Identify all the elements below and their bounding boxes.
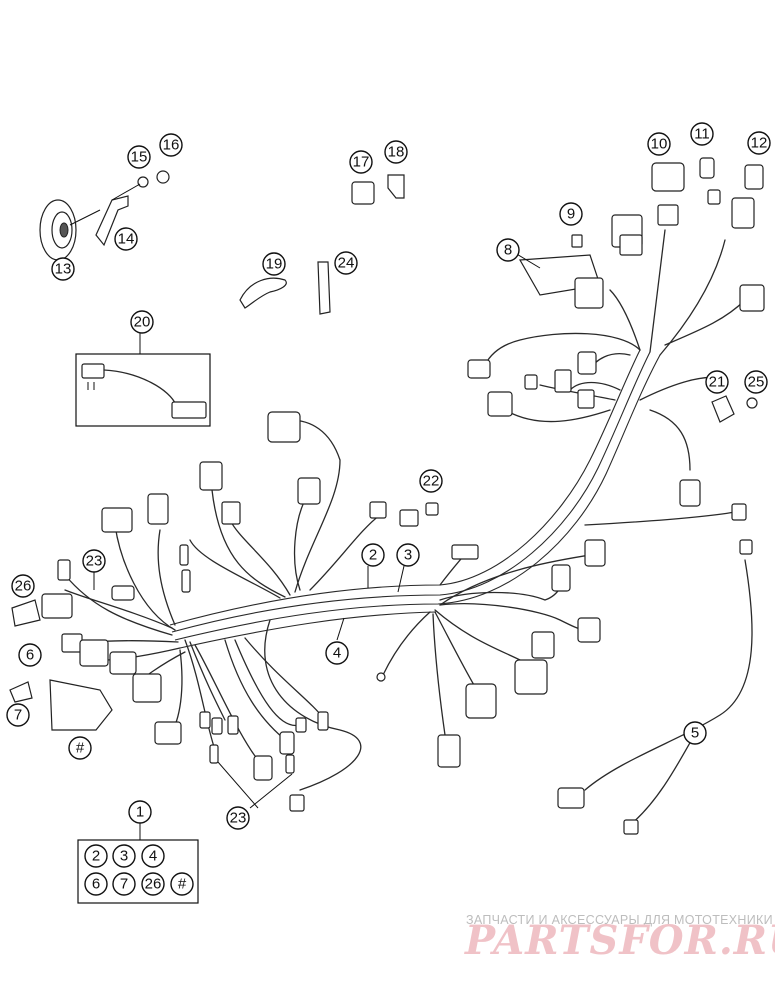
callout-9-label: 9 (567, 206, 575, 223)
kit-item-26-label: 26 (145, 876, 162, 893)
kit-item-4[interactable]: 4 (141, 844, 165, 868)
callout-23-lower-label: 23 (230, 810, 247, 827)
kit-item-7[interactable]: 7 (112, 872, 136, 896)
callout-16[interactable]: 16 (159, 133, 183, 157)
callout-4[interactable]: 4 (325, 641, 349, 665)
callout-18-label: 18 (388, 144, 405, 161)
callout-3[interactable]: 3 (396, 543, 420, 567)
kit-item-26[interactable]: 26 (141, 872, 165, 896)
callout-1[interactable]: 1 (128, 800, 152, 824)
callout-1-label: 1 (136, 804, 144, 821)
callout-21-label: 21 (709, 374, 726, 391)
callout-12[interactable]: 12 (747, 131, 771, 155)
callout-7[interactable]: 7 (6, 703, 30, 727)
kit-item-4-label: 4 (149, 848, 157, 865)
kit-item-3-label: 3 (120, 848, 128, 865)
callout-20[interactable]: 20 (130, 310, 154, 334)
callout-8[interactable]: 8 (496, 238, 520, 262)
callout-15-label: 15 (131, 149, 148, 166)
callout-8-label: 8 (504, 242, 512, 259)
diagnostic-adapter-box (75, 353, 211, 427)
kit-item-hash-label: # (178, 876, 187, 893)
callout-18[interactable]: 18 (384, 140, 408, 164)
kit-item-3[interactable]: 3 (112, 844, 136, 868)
kit-item-hash[interactable]: # (170, 872, 194, 896)
callout-7-label: 7 (14, 707, 22, 724)
callouts: 1 2 3 4 5 6 7 8 9 10 11 12 13 14 15 16 1… (6, 122, 771, 896)
callout-23-upper-label: 23 (86, 553, 103, 570)
callout-13[interactable]: 13 (51, 257, 75, 281)
callout-17[interactable]: 17 (349, 150, 373, 174)
watermark-tagline: ЗАПЧАСТИ И АКСЕССУАРЫ ДЛЯ МОТОТЕХНИКИ (466, 913, 773, 927)
callout-16-label: 16 (163, 137, 180, 154)
callout-2[interactable]: 2 (361, 543, 385, 567)
callout-17-label: 17 (353, 154, 370, 171)
connectors (41, 157, 765, 835)
callout-14[interactable]: 14 (114, 227, 138, 251)
callout-14-label: 14 (118, 231, 135, 248)
callout-2-label: 2 (369, 547, 377, 564)
callout-20-label: 20 (134, 314, 151, 331)
relay-bracket (351, 174, 405, 205)
callout-25[interactable]: 25 (744, 370, 768, 394)
callout-12-label: 12 (751, 135, 768, 152)
clips (9, 395, 758, 731)
callout-4-label: 4 (333, 645, 341, 662)
callout-hash-label: # (76, 740, 85, 757)
callout-6-label: 6 (26, 647, 34, 664)
callout-11[interactable]: 11 (690, 122, 714, 146)
callout-24[interactable]: 24 (334, 251, 358, 275)
kit-item-6[interactable]: 6 (84, 872, 108, 896)
callout-5-label: 5 (691, 725, 699, 742)
kit-item-2[interactable]: 2 (84, 844, 108, 868)
callout-hash[interactable]: # (68, 736, 92, 760)
callout-19[interactable]: 19 (262, 252, 286, 276)
callout-13-label: 13 (55, 261, 72, 278)
callout-22[interactable]: 22 (419, 469, 443, 493)
watermark-brand: PARTSFOR.RU (464, 917, 775, 964)
callout-23-lower[interactable]: 23 (226, 806, 250, 830)
callout-9[interactable]: 9 (559, 202, 583, 226)
kit-item-6-label: 6 (92, 876, 100, 893)
kit-item-7-label: 7 (120, 876, 128, 893)
callout-26-label: 26 (15, 578, 32, 595)
kit-item-2-label: 2 (92, 848, 100, 865)
watermark: ЗАПЧАСТИ И АКСЕССУАРЫ ДЛЯ МОТОТЕХНИКИ PA… (464, 913, 775, 964)
callout-3-label: 3 (404, 547, 412, 564)
horn-assembly (39, 170, 170, 261)
callout-23-upper[interactable]: 23 (82, 549, 106, 573)
callout-6[interactable]: 6 (18, 643, 42, 667)
callout-25-label: 25 (748, 374, 765, 391)
cable-tie (239, 261, 331, 315)
callout-26[interactable]: 26 (11, 574, 35, 598)
callout-15[interactable]: 15 (127, 145, 151, 169)
callout-5[interactable]: 5 (683, 721, 707, 745)
callout-19-label: 19 (266, 256, 283, 273)
callout-22-label: 22 (423, 473, 440, 490)
callout-10-label: 10 (651, 136, 668, 153)
callout-21[interactable]: 21 (705, 370, 729, 394)
callout-11-label: 11 (694, 126, 710, 143)
kit-contents-box (77, 839, 199, 904)
callout-10[interactable]: 10 (647, 132, 671, 156)
callout-24-label: 24 (338, 255, 355, 272)
